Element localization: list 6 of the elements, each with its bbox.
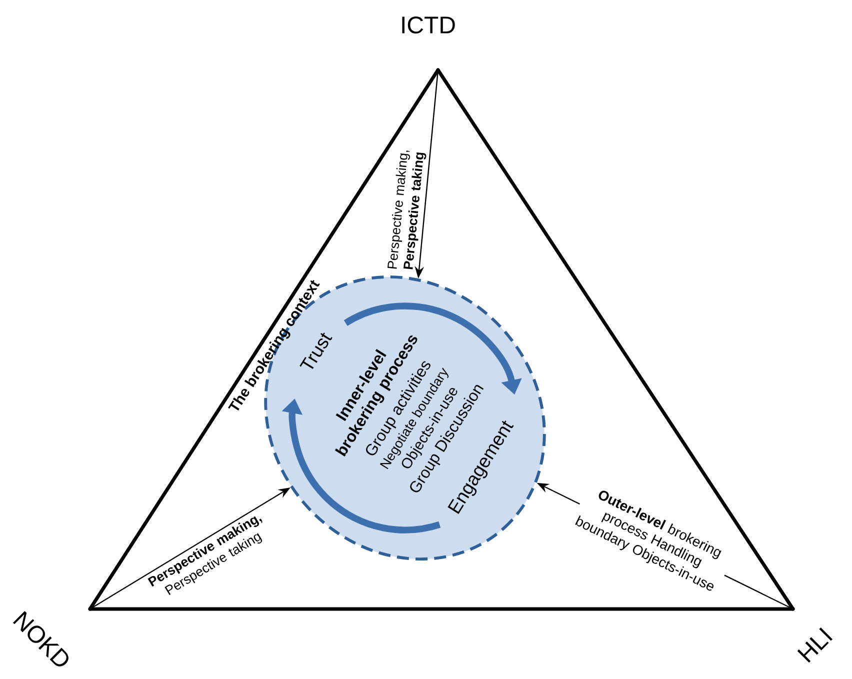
edge-label: Perspective making, Perspective taking xyxy=(388,150,426,270)
triangle-side xyxy=(88,607,795,611)
vertex-label: ICTD xyxy=(402,16,455,34)
vertex-label: HLI xyxy=(797,628,832,663)
triangle-side xyxy=(436,68,795,611)
triangle-side xyxy=(88,68,440,611)
